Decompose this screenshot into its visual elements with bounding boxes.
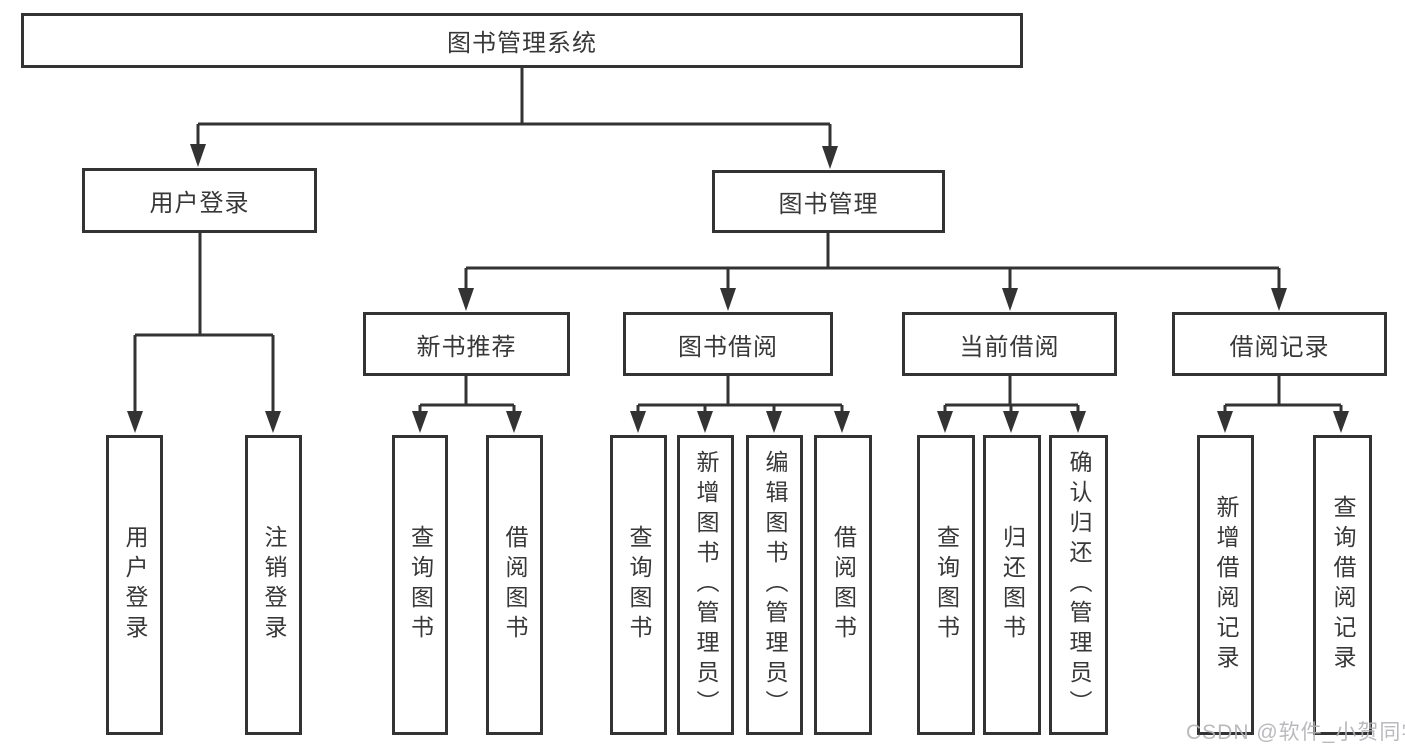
csdn-watermark: CSDN @软件_小贺同学 [1186, 721, 1405, 744]
leaf-borrow-book-1: 借阅图书 [486, 435, 543, 735]
leaf-return-book: 归还图书 [983, 435, 1041, 735]
leaf-add-book-admin: 新增图书（管理员） [677, 435, 734, 735]
leaf-edit-book-admin: 编辑图书（管理员） [746, 435, 803, 735]
leaf-query-book-2: 查询图书 [610, 435, 667, 735]
leaf-borrow-book-2: 借阅图书 [814, 435, 872, 735]
leaf-query-book-3: 查询图书 [917, 435, 975, 735]
node-borrow-record: 借阅记录 [1172, 312, 1387, 376]
leaf-logout: 注销登录 [245, 435, 302, 735]
node-book-management: 图书管理 [712, 170, 945, 233]
node-user-login: 用户登录 [82, 168, 317, 233]
node-book-borrow: 图书借阅 [623, 312, 833, 376]
leaf-confirm-return-admin: 确认归还（管理员） [1049, 435, 1108, 735]
leaf-user-login: 用户登录 [106, 435, 163, 735]
leaf-add-borrow-record: 新增借阅记录 [1197, 435, 1254, 735]
node-new-book-recommend: 新书推荐 [363, 312, 570, 376]
leaf-query-book-1: 查询图书 [392, 435, 448, 735]
node-root-system: 图书管理系统 [21, 13, 1023, 68]
node-current-borrow: 当前借阅 [902, 312, 1117, 376]
arrowhead-icons [127, 144, 1349, 433]
leaf-query-borrow-record: 查询借阅记录 [1313, 435, 1372, 735]
